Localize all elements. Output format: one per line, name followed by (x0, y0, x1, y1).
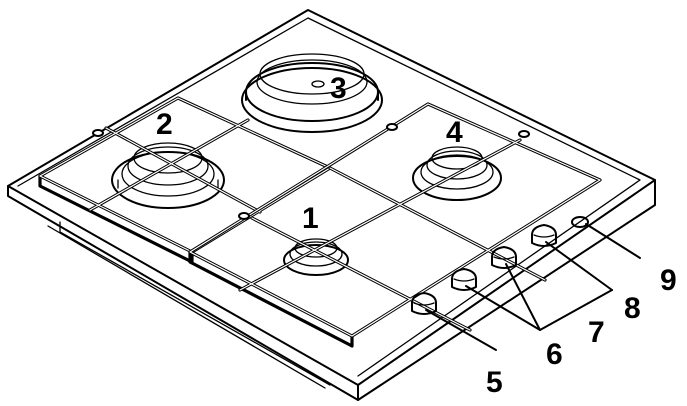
label-burner-1: 1 (302, 202, 319, 235)
label-knob-5: 5 (486, 366, 503, 399)
label-knob-6: 6 (546, 338, 563, 371)
control-knob-8[interactable] (531, 224, 557, 247)
ignition-button-9[interactable] (571, 216, 589, 228)
grate-feet (92, 123, 530, 220)
hob-body (7, 9, 656, 401)
label-knob-8: 8 (624, 292, 641, 325)
label-burner-3: 3 (330, 72, 347, 105)
control-knob-5[interactable] (411, 292, 437, 315)
control-knob-6[interactable] (451, 268, 477, 291)
gas-burner-2 (111, 142, 225, 209)
control-knob-7[interactable] (491, 246, 517, 269)
gas-burner-1 (283, 238, 349, 276)
label-burner-2: 2 (156, 108, 173, 141)
label-burner-4: 4 (446, 116, 463, 149)
label-ignition-9: 9 (660, 264, 677, 297)
gas-burner-4 (412, 146, 502, 201)
leader-lines (425, 223, 641, 351)
hotplate-3 (241, 53, 383, 133)
pan-support-right (188, 102, 602, 348)
label-knob-7: 7 (588, 316, 605, 349)
